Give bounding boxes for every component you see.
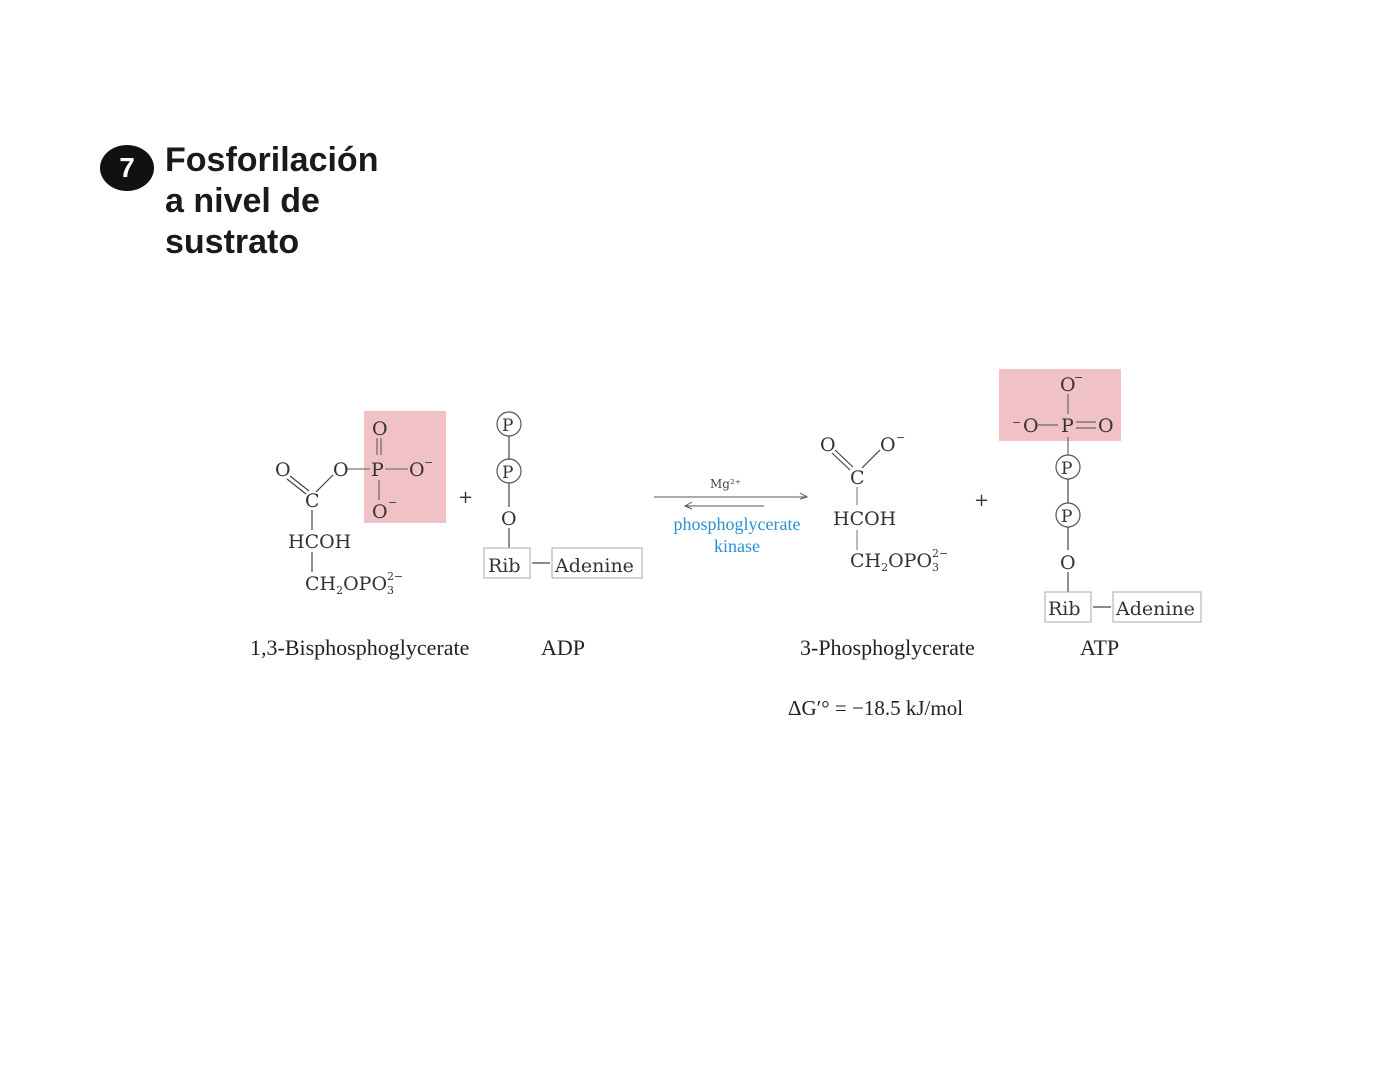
svg-text:−: − xyxy=(896,431,905,444)
svg-text:Adenine: Adenine xyxy=(1115,598,1195,620)
step-number: 7 xyxy=(119,152,135,183)
svg-text:O: O xyxy=(1060,552,1076,574)
svg-text:HCOH: HCOH xyxy=(833,508,896,530)
svg-text:HCOH: HCOH xyxy=(288,531,351,553)
svg-text:−: − xyxy=(1074,371,1083,384)
step-number-badge: 7 xyxy=(100,145,154,191)
svg-text:Rib: Rib xyxy=(1048,598,1081,620)
plus-sign-products: + xyxy=(974,490,989,511)
plus-sign-reactants: + xyxy=(458,487,473,508)
svg-text:C: C xyxy=(305,490,320,512)
label-atp: ATP xyxy=(1080,635,1120,660)
svg-text:O: O xyxy=(372,501,388,523)
title-line-3: sustrato xyxy=(165,223,300,261)
title-line-2: a nivel de xyxy=(165,182,320,220)
cofactor-label: Mg²⁺ xyxy=(710,477,741,491)
label-1-3-bisphosphoglycerate: 1,3-Bisphosphoglycerate xyxy=(250,635,470,660)
svg-text:O: O xyxy=(501,508,517,530)
phosphoryl-highlight-bpg xyxy=(364,411,446,523)
enzyme-line-1: phosphoglycerate xyxy=(673,514,801,534)
svg-text:−: − xyxy=(1012,416,1021,429)
svg-text:P: P xyxy=(1061,415,1074,437)
svg-text:O: O xyxy=(820,434,836,456)
molecule-1-3-bisphosphoglycerate: O O C P O O − O − HCOH CH2OPO32− xyxy=(275,418,433,597)
svg-text:O: O xyxy=(1023,415,1039,437)
label-3-phosphoglycerate: 3-Phosphoglycerate xyxy=(800,635,975,660)
svg-text:−: − xyxy=(424,456,433,469)
delta-g-value: ΔG′° = −18.5 kJ/mol xyxy=(788,696,964,720)
svg-text:O: O xyxy=(372,418,388,440)
svg-text:O: O xyxy=(1060,374,1076,396)
page-title: Fosforilación a nivel de sustrato xyxy=(165,140,378,263)
enzyme-line-2: kinase xyxy=(714,536,760,556)
svg-text:P: P xyxy=(1061,459,1072,479)
svg-text:Rib: Rib xyxy=(488,555,521,577)
molecule-3-phosphoglycerate: O O − C HCOH CH2OPO32− xyxy=(820,431,948,574)
svg-text:−: − xyxy=(388,496,397,509)
svg-text:P: P xyxy=(371,459,384,481)
svg-text:C: C xyxy=(850,467,865,489)
svg-text:O: O xyxy=(333,459,349,481)
svg-text:O: O xyxy=(880,434,896,456)
svg-text:O: O xyxy=(1098,415,1114,437)
svg-text:O: O xyxy=(275,459,291,481)
svg-text:P: P xyxy=(502,416,513,436)
molecule-atp: O − − O P O P P O Rib Adenine xyxy=(1012,371,1202,623)
svg-text:P: P xyxy=(1061,507,1072,527)
svg-text:P: P xyxy=(502,463,513,483)
svg-text:O: O xyxy=(409,459,425,481)
label-adp: ADP xyxy=(541,635,586,660)
molecule-adp: P P O Rib Adenine xyxy=(483,411,643,579)
reaction-arrow: Mg²⁺ xyxy=(654,477,809,510)
title-line-1: Fosforilación xyxy=(165,141,379,179)
svg-text:CH2OPO32−: CH2OPO32− xyxy=(305,570,403,597)
phosphoryl-highlight-atp xyxy=(999,369,1121,441)
svg-text:Adenine: Adenine xyxy=(554,555,634,577)
svg-text:CH2OPO32−: CH2OPO32− xyxy=(850,547,948,574)
enzyme-label: phosphoglycerate kinase xyxy=(652,513,822,557)
